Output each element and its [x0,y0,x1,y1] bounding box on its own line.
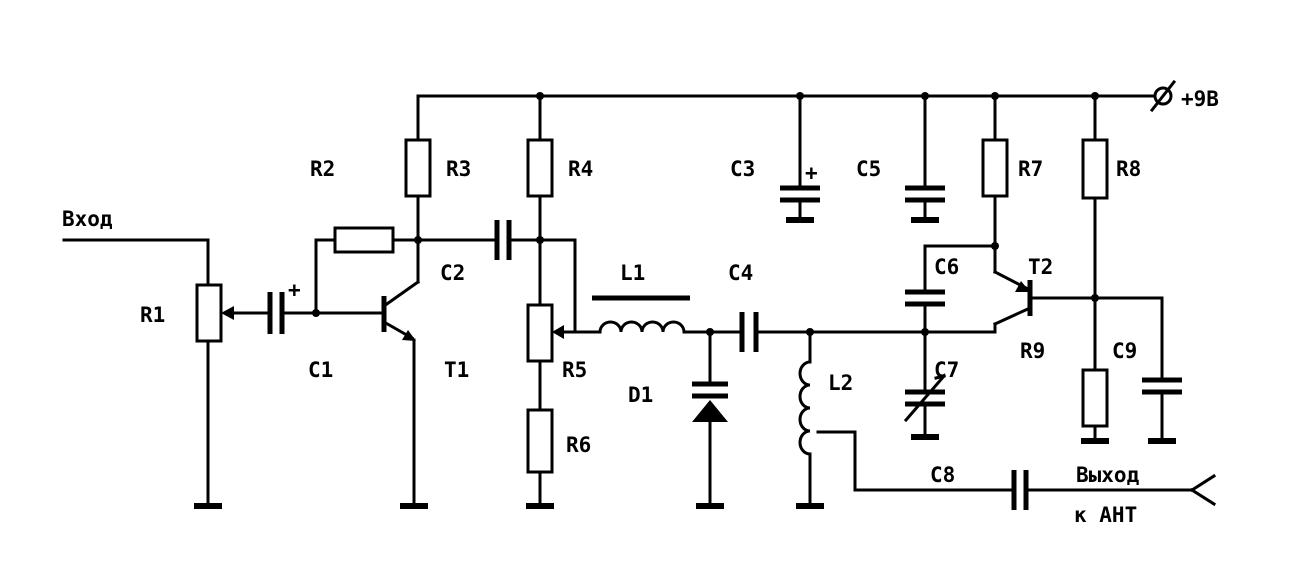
capacitor-c7 [903,330,947,440]
label-l2: L2 [828,371,853,395]
label-r3: R3 [446,157,471,181]
inductor-l1 [573,295,742,336]
capacitor-c2 [494,220,577,339]
capacitor-c3 [780,94,820,223]
label-c8: C8 [930,463,955,487]
label-r1: R1 [140,303,165,327]
label-c4: C4 [728,261,753,285]
label-r9: R9 [1020,339,1045,363]
inductor-l2 [796,330,1014,509]
label-c7: C7 [934,358,959,382]
capacitor-c4 [739,312,997,352]
output-label-line1: Выход [1076,463,1140,487]
label-r7: R7 [1018,157,1043,181]
label-c1: C1 [308,358,333,382]
supply-rail [416,92,1157,100]
label-d1: D1 [628,383,653,407]
resistor-r5 [526,303,554,412]
supply-terminal [1149,79,1177,113]
label-c5: C5 [856,157,881,181]
label-l1: L1 [620,261,645,285]
capacitor-c6 [905,244,997,334]
supply-label: +9В [1181,87,1219,111]
resistor-r9 [1081,368,1109,444]
resistor-r2 [314,226,497,315]
capacitor-c1 [232,292,382,334]
resistor-r6 [526,408,554,509]
label-c6: C6 [934,255,959,279]
label-t2: T2 [1028,255,1053,279]
plus-c3: + [805,161,818,185]
resistor-r7 [981,94,1009,250]
label-r5: R5 [562,358,587,382]
label-t1: T1 [444,358,469,382]
capacitor-c5 [905,94,945,223]
resistor-r8 [1081,94,1109,372]
label-c2: C2 [440,261,465,285]
resistor-r4 [526,94,554,307]
label-r6: R6 [566,433,591,457]
output-label-line2: к АНТ [1074,503,1137,527]
resistor-r3 [404,94,432,242]
resistor-r1 [194,283,234,509]
input-wire [62,238,210,287]
capacitor-c9 [1142,296,1182,444]
label-r4: R4 [568,157,593,181]
transistor-t1 [381,238,428,509]
label-c3: C3 [730,157,755,181]
transistor-t2 [992,244,1164,334]
capacitor-c8 [1011,470,1217,510]
label-r8: R8 [1116,157,1141,181]
input-label: Вход [62,207,113,231]
plus-c1: + [288,278,301,302]
label-c9: C9 [1112,339,1137,363]
diode-d1 [692,330,728,509]
label-r2: R2 [310,157,335,181]
